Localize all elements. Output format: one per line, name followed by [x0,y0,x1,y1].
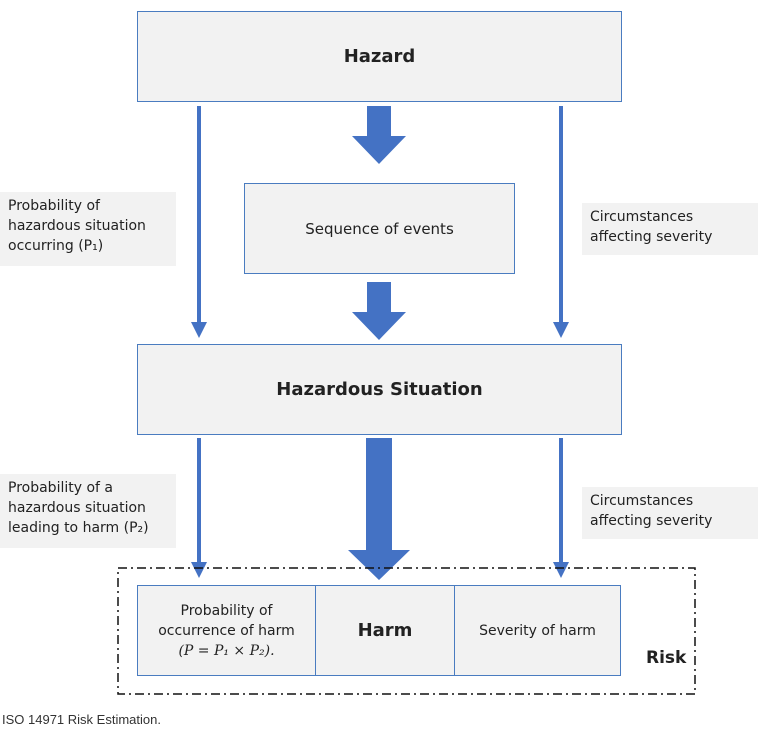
right-note-severity-2: Circumstances affecting severity [582,487,758,539]
probability-harm-line1: Probability of [180,602,273,619]
risk-label: Risk [646,648,687,668]
probability-harm-formula: (P = P₁ × P₂). [178,642,275,659]
left-note-p1: Probability of hazardous situation occur… [0,192,176,266]
left-note-p1-line1: Probability of [8,198,100,214]
block-arrow-hazard-to-sequence [352,106,406,164]
sequence-box: Sequence of events [244,183,515,274]
severity-box: Severity of harm [454,585,621,676]
risk-boundary [117,567,696,695]
hazard-box: Hazard [137,11,622,102]
hazardous-situation-box: Hazardous Situation [137,344,622,435]
hazard-label: Hazard [343,46,416,67]
left-note-p1-line3: occurring (P₁) [8,238,104,254]
block-arrow-situation-to-harm [348,438,410,580]
right-note-2-line1: Circumstances [590,493,694,509]
figure-caption: ISO 14971 Risk Estimation. [2,712,161,727]
sequence-label: Sequence of events [305,219,454,238]
right-note-1-line2: affecting severity [590,229,713,245]
probability-harm-line2: occurrence of harm [158,622,295,639]
severity-label: Severity of harm [479,622,596,639]
right-note-2-line2: affecting severity [590,513,713,529]
left-note-p1-line2: hazardous situation [8,218,146,234]
right-note-1-line1: Circumstances [590,209,694,225]
left-note-p2-line2: hazardous situation [8,500,146,516]
arrow-left-bottom [191,438,207,578]
arrow-right-top [553,106,569,338]
left-note-p2-line3: leading to harm (P₂) [8,520,149,536]
left-note-p2: Probability of a hazardous situation lea… [0,474,176,548]
harm-box: Harm [315,585,455,676]
arrow-left-top [191,106,207,338]
arrow-right-bottom [553,438,569,578]
right-note-severity-1: Circumstances affecting severity [582,203,758,255]
block-arrow-sequence-to-situation [352,282,406,340]
hazardous-situation-label: Hazardous Situation [276,379,483,400]
probability-harm-box: Probability of occurrence of harm (P = P… [137,585,316,676]
harm-label: Harm [357,620,413,641]
left-note-p2-line1: Probability of a [8,480,113,496]
